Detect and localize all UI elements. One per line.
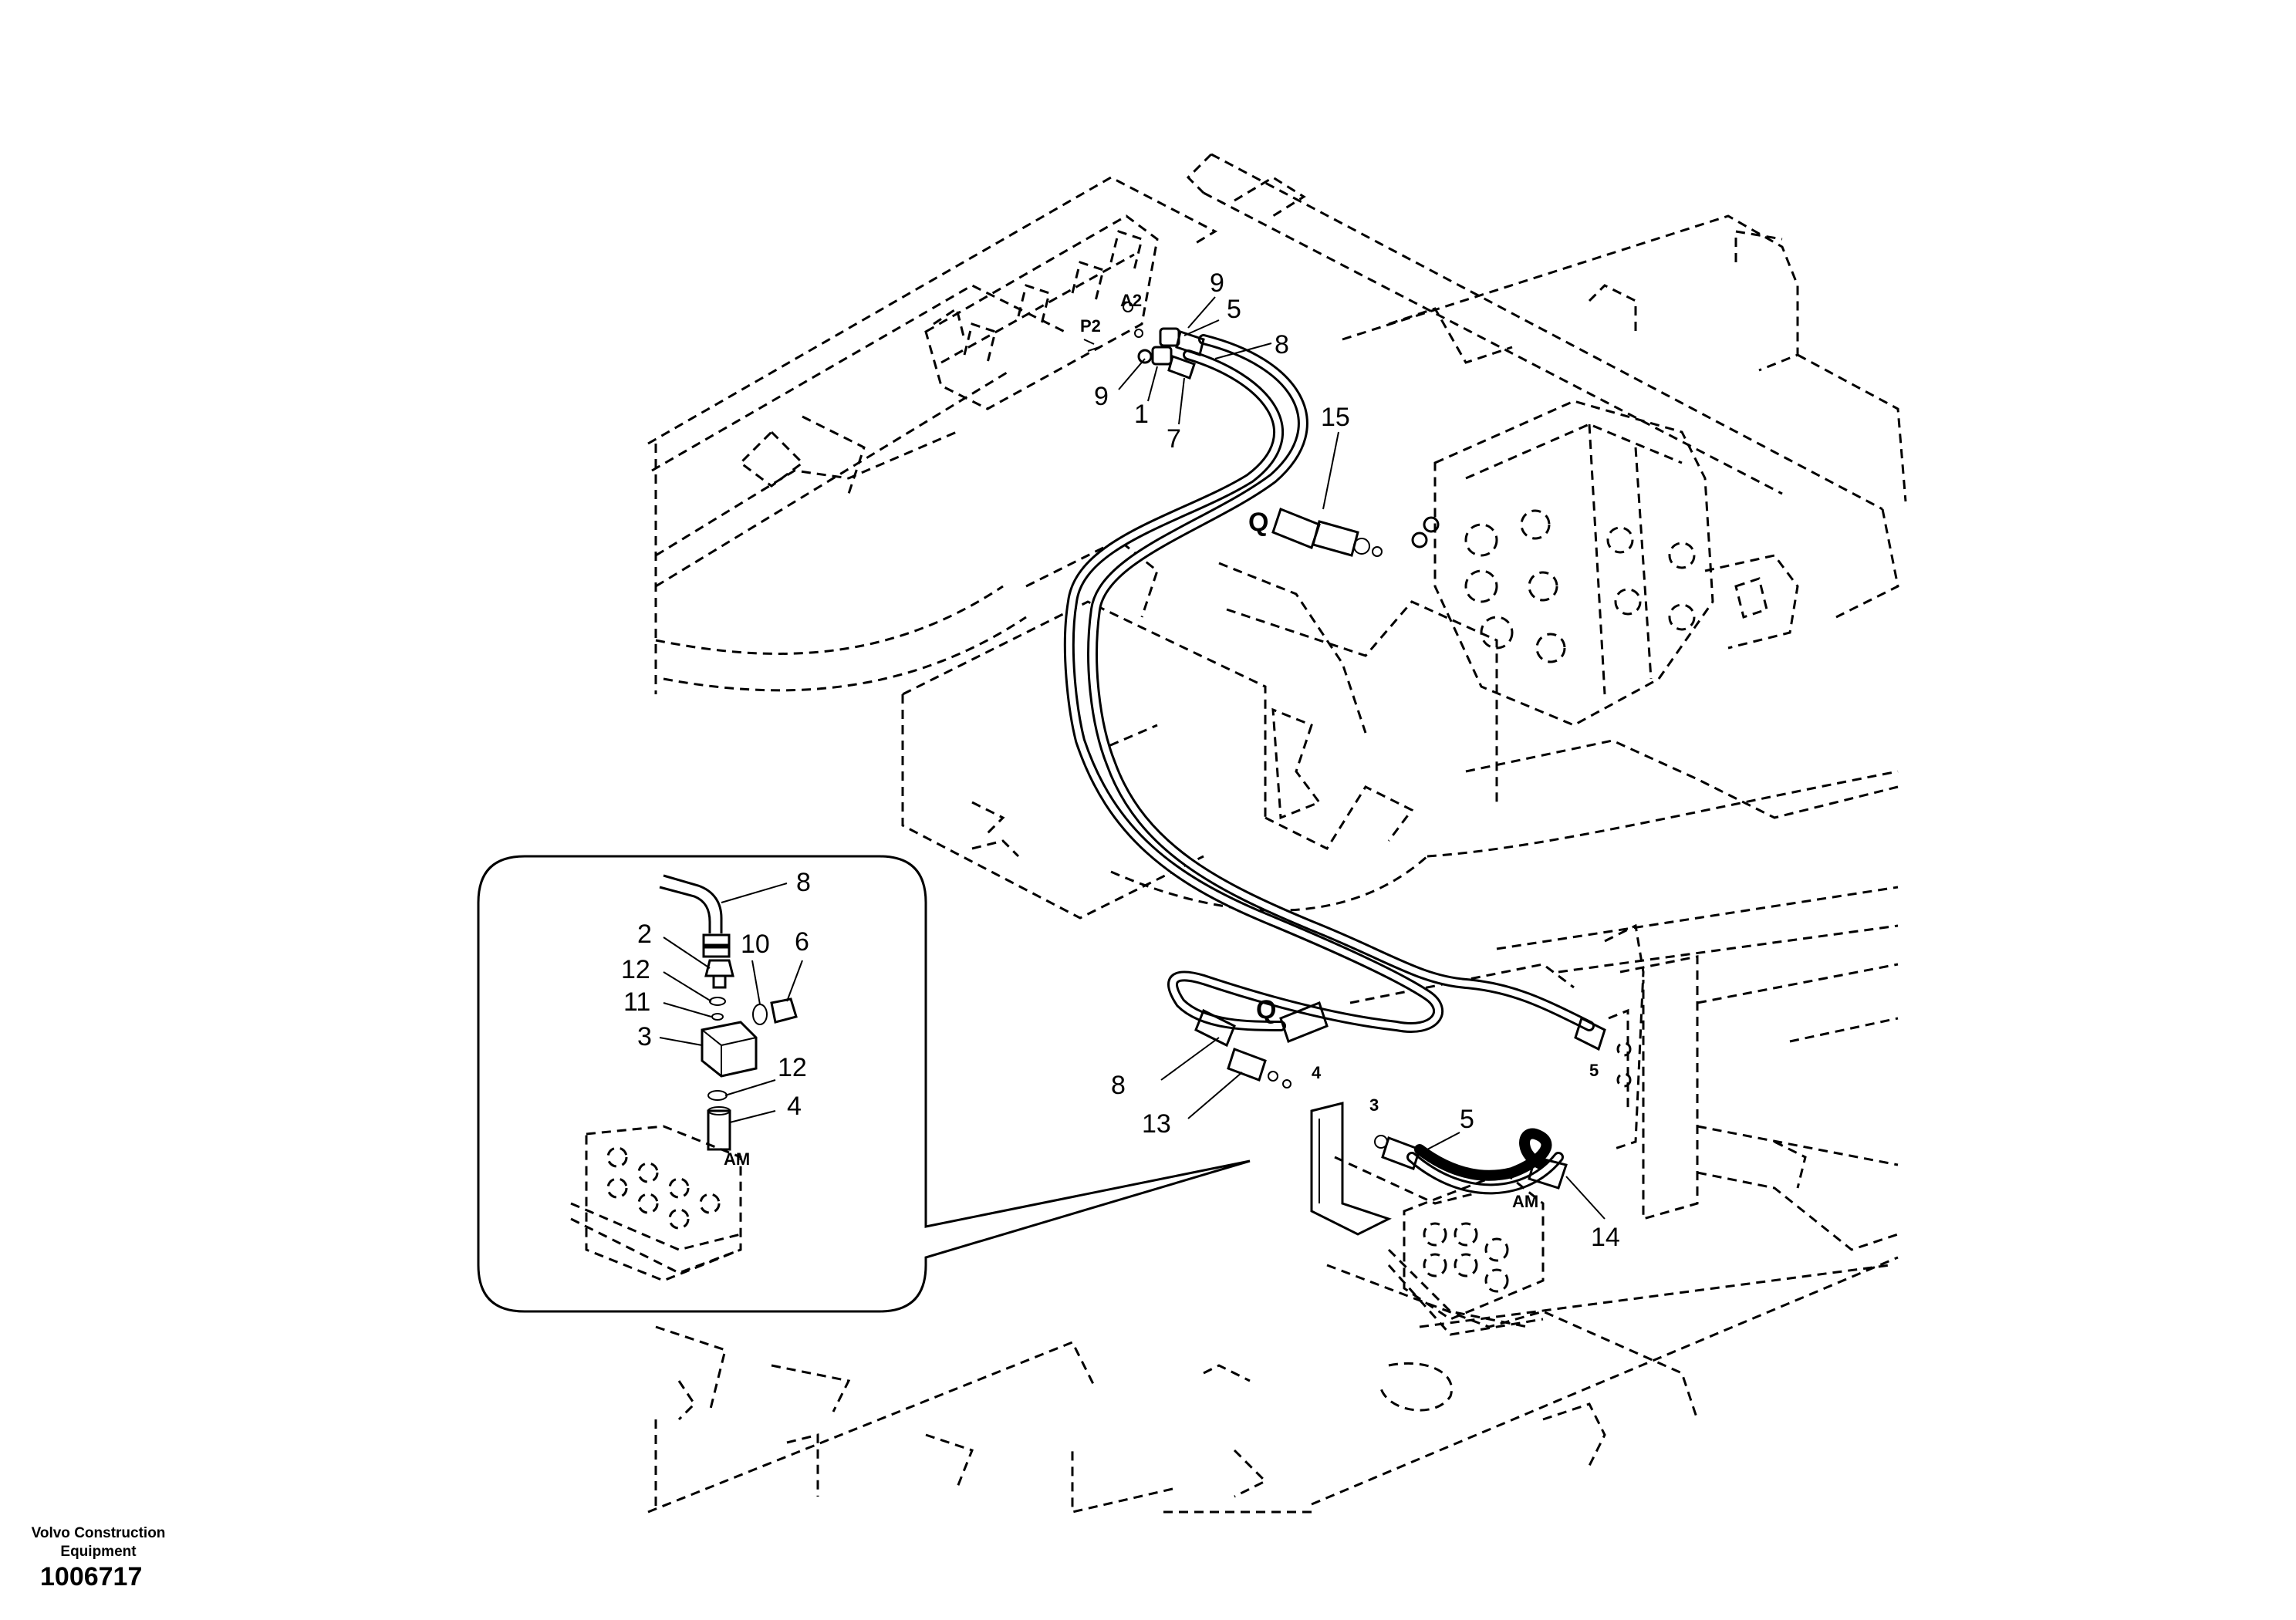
callout-8-top: 8: [1275, 330, 1289, 359]
callout-13: 13: [1142, 1109, 1171, 1139]
brand-line-2: Equipment: [60, 1544, 137, 1560]
callout-8-mid: 8: [1111, 1071, 1126, 1100]
callout-labels: 9 5 8 9 1 7 15 P2 A2 Q Q 8 13 4 3 5 5 14…: [621, 268, 1620, 1252]
callout-5-mid: 5: [1460, 1105, 1474, 1134]
callout-9-lower: 9: [1094, 382, 1109, 411]
elbow-adapter-icon: [659, 874, 731, 958]
inset-callout-12-lower: 12: [778, 1053, 807, 1082]
callout-3-mid: 3: [1369, 1095, 1379, 1115]
inset-callout-10: 10: [741, 930, 770, 959]
inset-block-label-am: AM: [724, 1149, 750, 1169]
inset-callout-4: 4: [787, 1092, 802, 1121]
leader-lines: [659, 296, 1606, 1220]
machine-frame-outline: [647, 153, 1907, 1514]
coupling-icon: [1271, 508, 1383, 557]
callout-5-right: 5: [1589, 1061, 1599, 1080]
callout-1: 1: [1134, 400, 1149, 429]
callout-5-top: 5: [1227, 295, 1241, 324]
inset-callout-2: 2: [637, 920, 652, 949]
coupling-label-q-mid: Q: [1256, 995, 1276, 1024]
right-mounting-bracket: [1604, 923, 1645, 1151]
inset-callout-6: 6: [795, 927, 809, 957]
upper-valve-block: [924, 214, 1159, 410]
callout-7: 7: [1167, 424, 1181, 454]
main-control-valve: [1411, 400, 1799, 727]
callout-14: 14: [1591, 1223, 1620, 1252]
port-label-p2: P2: [1080, 316, 1101, 336]
callout-15: 15: [1321, 403, 1350, 432]
coupling-label-q-top: Q: [1248, 508, 1268, 537]
inset-callout-12-upper: 12: [621, 955, 650, 984]
port-label-a2: A2: [1120, 291, 1142, 310]
inset-callout-8: 8: [796, 868, 811, 897]
callout-9-top: 9: [1210, 268, 1224, 298]
brand-line-1: Volvo Construction: [31, 1525, 166, 1541]
hose-fittings: [1137, 327, 1606, 1236]
am-valve-block: [1387, 1171, 1545, 1336]
block-label-am: AM: [1512, 1192, 1538, 1211]
inset-callout-3: 3: [637, 1022, 652, 1051]
callout-4-mid: 4: [1312, 1063, 1322, 1082]
inset-callout-11: 11: [623, 987, 650, 1017]
drawing-number: 1006717: [40, 1562, 143, 1591]
brand-footer: Volvo Construction Equipment: [15, 1524, 181, 1561]
hose-assembly-main: [1063, 334, 1595, 1195]
detail-inset: [477, 855, 1251, 1313]
